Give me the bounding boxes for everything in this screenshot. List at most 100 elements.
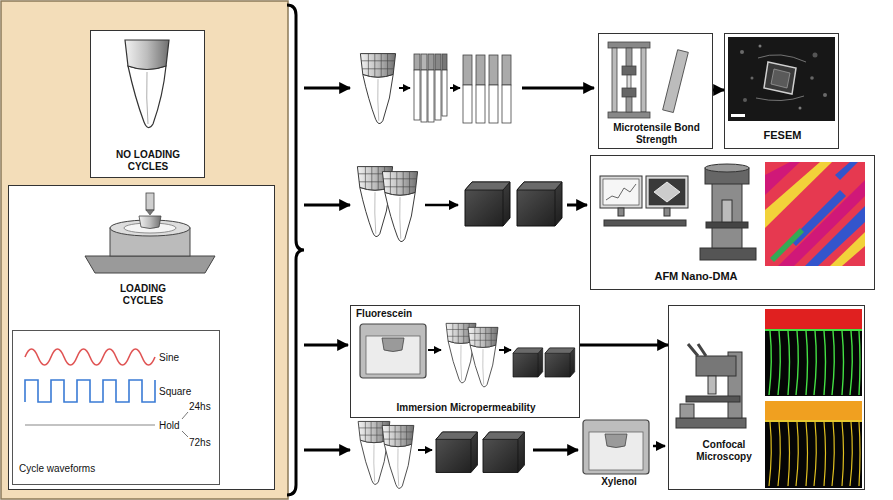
sectioned-tooth — [428, 70, 434, 122]
box-label: Microtensile Bond Strength — [603, 122, 710, 146]
sem-image — [751, 77, 754, 80]
flow-arrows — [304, 204, 350, 207]
flow-arrows — [653, 445, 665, 448]
confocal-image-top — [788, 331, 790, 395]
loading-machine — [146, 193, 154, 210]
sem-image — [823, 93, 827, 97]
confocal-image-top — [842, 331, 844, 395]
afm-workstation — [649, 179, 685, 205]
confocal-image-bottom — [788, 422, 790, 486]
loading-machine — [139, 216, 161, 229]
box-label: Fluorescein — [356, 308, 446, 320]
afm-microscope — [712, 182, 742, 248]
fluorescein-immersion — [513, 348, 543, 377]
confocal-image-top — [765, 309, 862, 396]
afm-microscope — [706, 222, 748, 228]
sectioned-tooth — [360, 54, 395, 124]
confocal-image-top — [796, 331, 798, 395]
sem-image — [810, 76, 814, 80]
beam-sticks — [502, 55, 511, 85]
curly-bracket — [287, 5, 304, 495]
sectioned-tooth — [414, 70, 420, 120]
split-tooth — [357, 167, 417, 242]
confocal-microscope — [686, 396, 740, 402]
confocal-image-top — [765, 309, 862, 329]
confocal-image-top — [765, 309, 862, 396]
xylenol-immersion — [436, 432, 477, 472]
fluorescein-immersion — [360, 324, 426, 378]
afm-workstation — [603, 179, 639, 205]
flow-arrows — [425, 204, 458, 207]
beam-sticks — [502, 85, 511, 123]
xylenol-immersion — [483, 432, 524, 472]
flow-arrows — [499, 349, 511, 351]
xylenol-immersion — [382, 425, 414, 488]
confocal-image-bottom — [769, 422, 860, 486]
confocal-image-bottom — [824, 422, 826, 486]
sectioned-tooth — [421, 70, 427, 122]
confocal-image-bottom — [765, 420, 862, 422]
sectioned-tooth — [360, 54, 447, 124]
box-label: Confocal Microscopy — [684, 439, 764, 463]
afm-workstation — [618, 208, 624, 216]
flow-arrows — [304, 449, 350, 452]
confocal-image-bottom — [796, 422, 798, 486]
confocal-image-bottom — [765, 401, 862, 420]
flow-arrows — [304, 87, 350, 90]
fluorescein-immersion — [545, 348, 575, 377]
afm-map-image — [765, 162, 865, 266]
sem-image — [743, 98, 747, 102]
confocal-image-bottom — [814, 422, 816, 486]
tensile-tester — [641, 48, 646, 112]
dentin-blocks — [517, 182, 562, 226]
sectioned-tooth — [442, 70, 447, 116]
curly-bracket — [287, 5, 304, 495]
sectioned-tooth — [442, 54, 447, 70]
box-label: AFM Nano-DMA — [606, 270, 786, 283]
sem-image — [759, 45, 762, 48]
tan-panel — [1, 1, 288, 499]
flow-arrows — [567, 204, 587, 207]
confocal-image-top — [859, 331, 860, 395]
afm-map-image — [770, 228, 804, 262]
confocal-image-bottom — [850, 422, 852, 486]
box-label: NO LOADING CYCLES — [108, 149, 188, 173]
flow-arrow — [580, 344, 668, 347]
afm-map-image — [778, 180, 865, 266]
confocal-image-top — [769, 331, 771, 395]
sectioned-tooth — [435, 54, 441, 70]
beam-sticks — [476, 55, 485, 85]
sectioned-tooth — [414, 54, 447, 122]
confocal-image-top — [769, 331, 860, 395]
flow-arrow — [713, 89, 724, 92]
tensile-tester — [626, 97, 632, 112]
confocal-image-bottom — [832, 422, 834, 486]
afm-workstation — [604, 220, 686, 226]
confocal-image-bottom — [806, 422, 808, 486]
sem-image — [764, 62, 796, 94]
confocal-image-top — [832, 331, 834, 395]
box-label: 72hs — [189, 437, 217, 449]
afm-microscope — [722, 200, 732, 222]
confocal-microscope — [708, 376, 716, 394]
afm-workstation — [600, 176, 642, 208]
afm-workstation — [606, 184, 636, 200]
afm-workstation — [654, 182, 680, 202]
flow-arrows — [399, 87, 410, 89]
afm-map-image — [835, 162, 858, 180]
box-label: Immersion Micropermeability — [356, 402, 576, 414]
box-label: Square — [159, 386, 203, 398]
sectioned-tooth — [428, 54, 434, 70]
tensile-tester — [626, 48, 632, 66]
confocal-image-bottom — [769, 422, 771, 486]
confocal-image-bottom — [765, 401, 862, 488]
sem-image — [813, 53, 818, 58]
sem-image — [728, 37, 835, 121]
flow-arrows — [533, 449, 578, 452]
beam-sticks — [463, 55, 511, 123]
tensile-tester — [608, 42, 650, 48]
afm-map-image — [830, 232, 865, 266]
xylenol-immersion — [583, 420, 649, 474]
flow-arrows — [304, 344, 348, 347]
